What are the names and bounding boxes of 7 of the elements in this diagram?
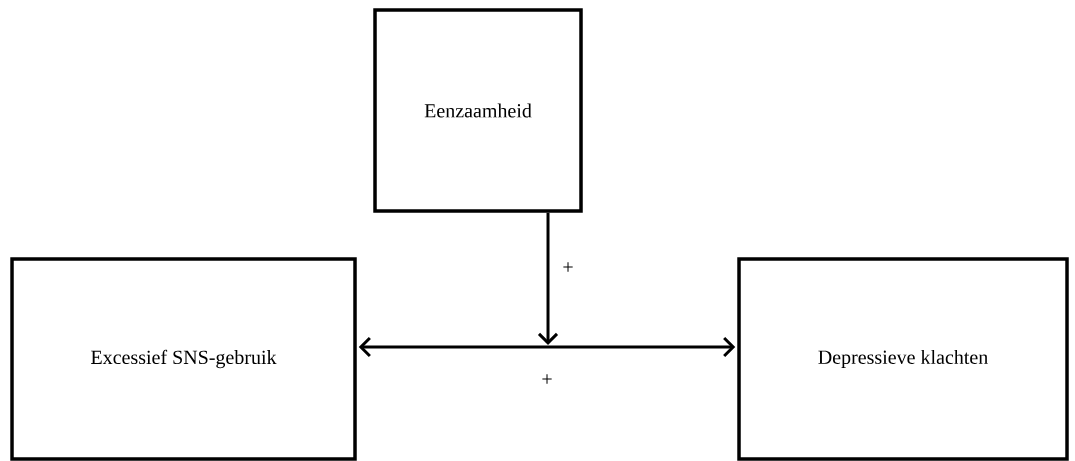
- box: Depressieve klachten: [737, 257, 1069, 461]
- arrow: [358, 336, 736, 358]
- arrow: [537, 212, 559, 345]
- box: Eenzaamheid: [373, 8, 583, 213]
- edge-label: +: [561, 261, 575, 275]
- box: Excessief SNS-gebruik: [10, 257, 357, 461]
- edge-label: +: [540, 373, 554, 387]
